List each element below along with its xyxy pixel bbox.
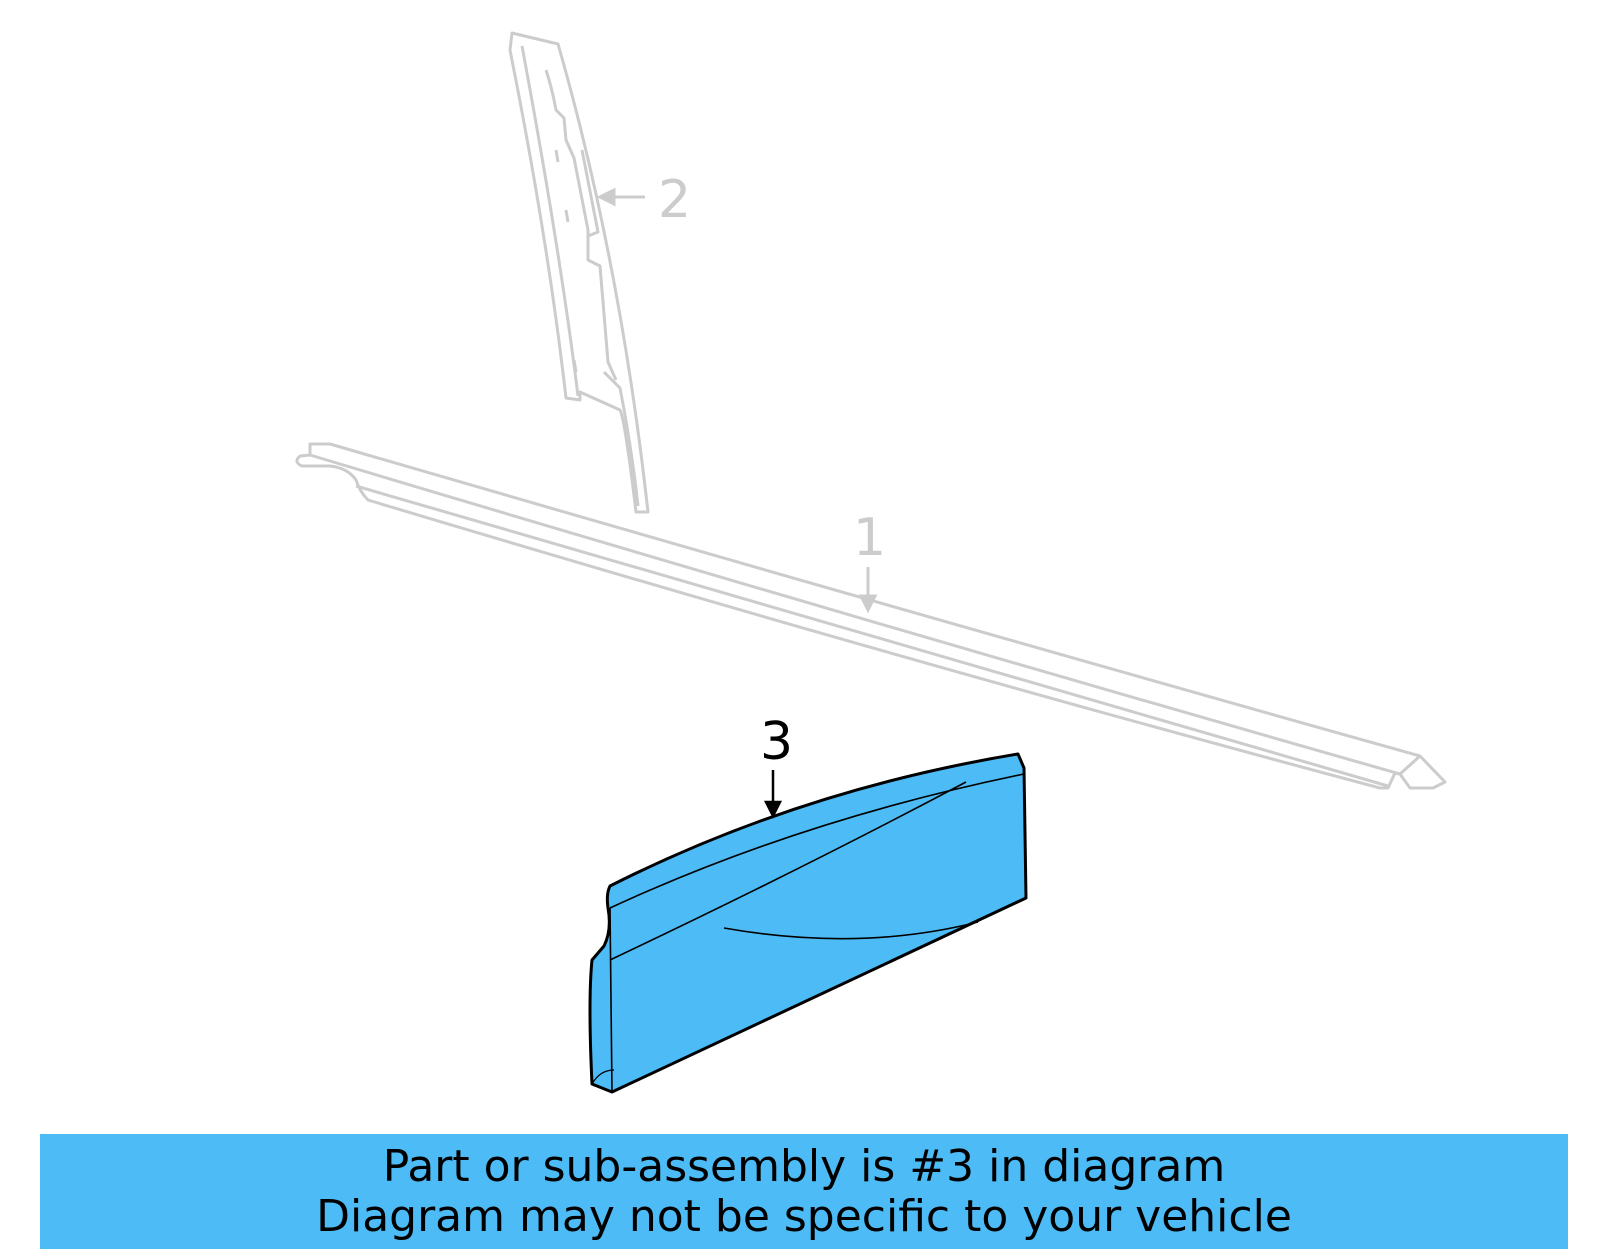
callout-arrow-3 bbox=[763, 770, 783, 819]
callout-label-3: 3 bbox=[760, 712, 794, 772]
banner-line-part-number: Part or sub-assembly is #3 in diagram bbox=[382, 1140, 1226, 1192]
part-3-panel[interactable] bbox=[588, 752, 1028, 1094]
callout-arrow-1 bbox=[858, 567, 878, 614]
callout-arrow-2 bbox=[596, 187, 645, 207]
info-banner: Part or sub-assembly is #3 in diagram Di… bbox=[40, 1134, 1568, 1249]
part-1-rocker bbox=[295, 442, 1447, 790]
callout-label-1: 1 bbox=[853, 508, 887, 568]
part-2-pillar bbox=[508, 31, 650, 514]
callout-label-2: 2 bbox=[658, 170, 692, 230]
banner-line-disclaimer: Diagram may not be specific to your vehi… bbox=[316, 1190, 1292, 1242]
